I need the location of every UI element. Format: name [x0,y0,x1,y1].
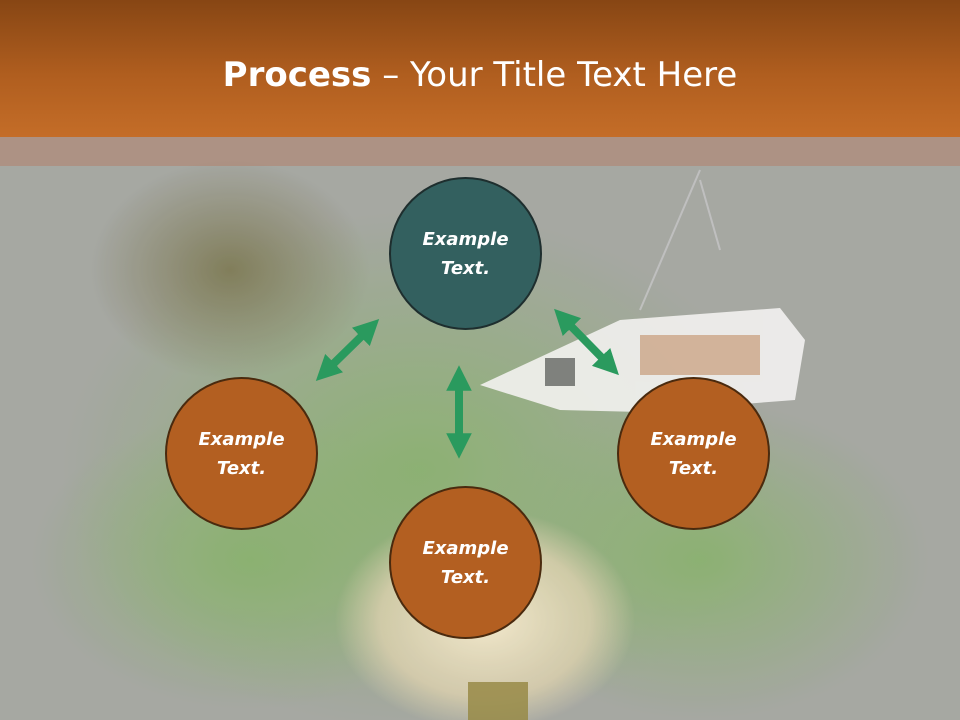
arrow-top-right [554,308,619,376]
title-rest-part: Your Title Text Here [410,55,738,95]
process-node-top-text: Example Text. [422,228,509,279]
slide-title: Process – Your Title Text Here [0,52,960,98]
process-node-top: Example Text. [389,177,542,330]
process-node-right-text: Example Text. [650,428,737,479]
process-node-bottom-text: Example Text. [422,537,509,588]
arrow-top-left [315,319,380,381]
process-node-right: Example Text. [617,377,770,530]
title-bar [0,0,960,137]
process-node-left: Example Text. [165,377,318,530]
title-bold-part: Process [222,55,372,95]
title-separator: – [371,55,411,95]
process-node-left-text: Example Text. [198,428,285,479]
title-underband [0,137,960,166]
process-node-bottom: Example Text. [389,486,542,639]
